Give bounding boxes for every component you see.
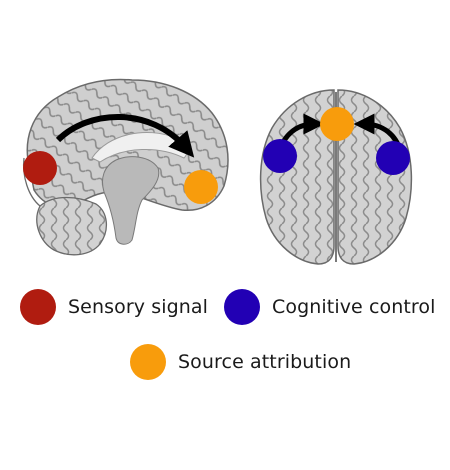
cognitive-swatch-icon <box>224 289 260 325</box>
source-node-sagittal <box>184 170 218 204</box>
sensory-node <box>23 151 57 185</box>
brainstem <box>102 156 160 245</box>
cognitive-node-left <box>263 139 297 173</box>
legend-item-sensory: Sensory signal <box>20 289 208 325</box>
sagittal-flow-arrow <box>55 114 195 158</box>
legend-item-source: Source attribution <box>130 344 351 380</box>
legend-label-sensory: Sensory signal <box>68 296 209 318</box>
cognitive-node-right <box>376 141 410 175</box>
source-node-axial <box>320 107 354 141</box>
legend-label-cognitive: Cognitive control <box>272 296 436 318</box>
source-swatch-icon <box>130 344 166 380</box>
sagittal-brain-slice <box>22 78 229 256</box>
legend-label-source: Source attribution <box>178 351 352 373</box>
sensory-swatch-icon <box>20 289 56 325</box>
cerebellum <box>36 196 107 256</box>
legend-item-cognitive: Cognitive control <box>224 289 436 325</box>
